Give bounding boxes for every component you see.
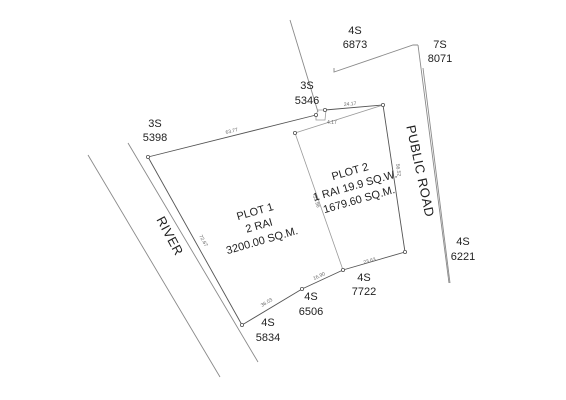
neighbor-label: 5346 <box>295 95 319 107</box>
dim-top-left: 63.77 <box>225 127 239 136</box>
neighbor-label: 4S <box>456 236 469 248</box>
neighbor-label: 4S <box>357 272 370 284</box>
dim-inner: 53.96 <box>311 195 321 209</box>
vertex-marker <box>299 286 304 291</box>
vertex-marker <box>402 249 407 254</box>
neighbor-label: 5834 <box>256 332 280 344</box>
boundary-top-right <box>324 104 384 111</box>
boundary-bottom <box>241 251 406 326</box>
road-edge-right-long <box>422 67 451 284</box>
neighbor-label: 8071 <box>428 53 452 65</box>
neighbor-label: 5398 <box>143 132 167 144</box>
neighbor-label: 7S <box>433 39 446 51</box>
boundary-plot-divider <box>294 132 344 271</box>
vertex-marker <box>380 103 385 108</box>
road-label: PUBLIC ROAD <box>403 124 437 219</box>
dim-top-small: 4.17 <box>327 120 337 126</box>
dim-bottom-1: 36.03 <box>260 297 274 309</box>
vertex-marker <box>145 154 150 159</box>
vertex-marker <box>322 108 327 113</box>
dim-bottom-2: 16.90 <box>312 271 326 282</box>
neighbor-label: 4S <box>304 291 317 303</box>
dim-top-right: 24.17 <box>344 101 357 108</box>
vertex-marker <box>313 113 318 118</box>
river-label: RIVER <box>153 214 186 258</box>
neighbor-label: 3S <box>148 118 161 130</box>
boundary-left <box>147 156 243 326</box>
neighbor-boundary-top <box>289 19 319 113</box>
neighbor-label: 6221 <box>451 251 475 263</box>
road-edge-right <box>333 44 418 73</box>
neighbor-label: 3S <box>300 80 313 92</box>
vertex-marker <box>340 267 345 272</box>
access-strip-link <box>294 104 384 134</box>
neighbor-label: 6873 <box>343 39 367 51</box>
neighbor-label: 4S <box>348 25 361 37</box>
dim-bottom-3: 23.63 <box>363 257 377 266</box>
boundary-right <box>382 104 406 253</box>
vertex-marker <box>292 130 297 135</box>
river-bank-right <box>127 142 259 363</box>
vertex-marker <box>239 322 244 327</box>
road-edge-left <box>417 44 450 284</box>
river-bank-left <box>87 154 221 378</box>
access-strip <box>315 109 327 121</box>
neighbor-label: 4S <box>261 317 274 329</box>
dim-left-side: 72.67 <box>197 234 208 248</box>
dim-right-side: 56.52 <box>394 163 402 176</box>
neighbor-label: 7722 <box>352 286 376 298</box>
neighbor-label: 6506 <box>299 306 323 318</box>
boundary-top-left <box>147 114 317 158</box>
